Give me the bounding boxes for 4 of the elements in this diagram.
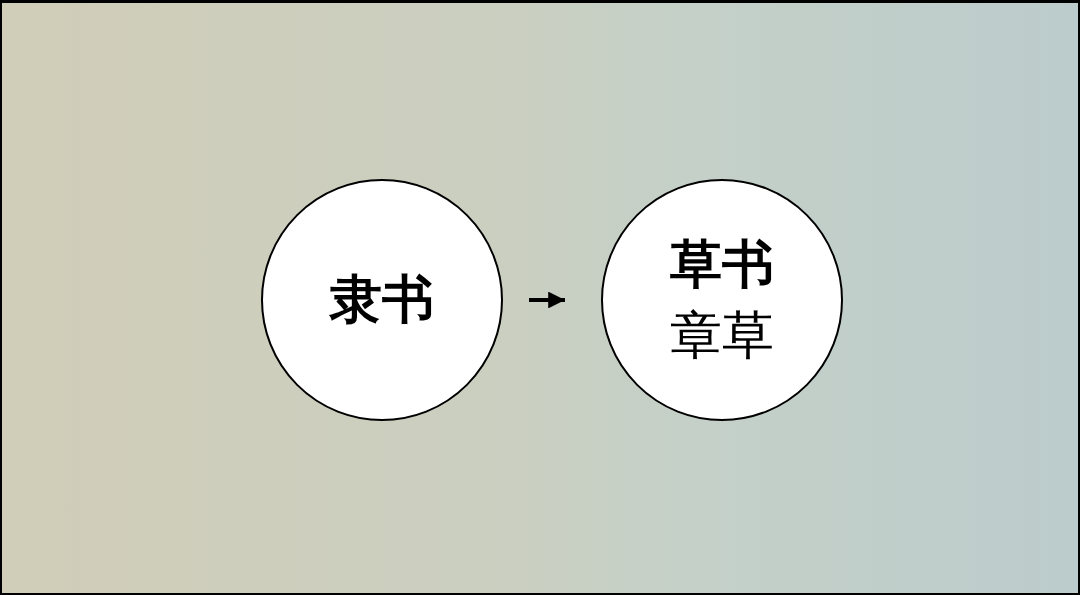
arrow	[529, 291, 565, 309]
node-title: 隶书	[330, 271, 434, 329]
node-title: 草书	[670, 235, 774, 293]
node-subtitle: 章草	[670, 307, 774, 365]
